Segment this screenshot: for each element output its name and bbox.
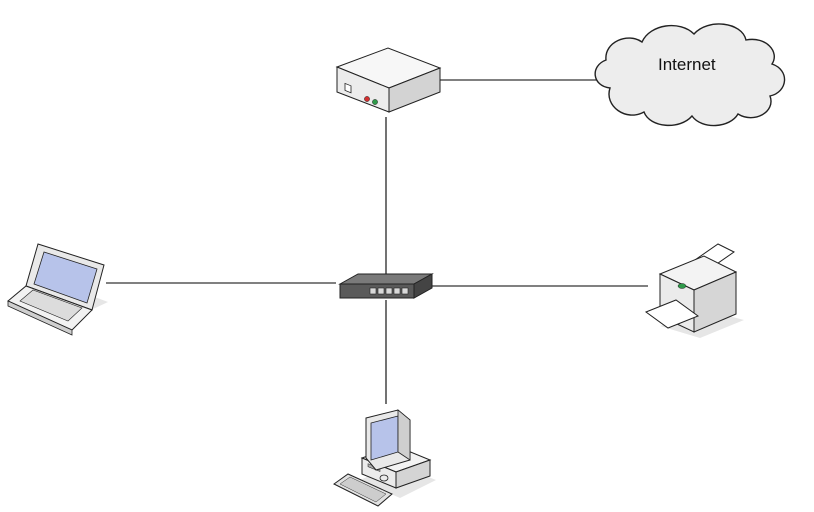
printer-paper-out	[644, 299, 700, 329]
monitor-screen	[370, 415, 399, 461]
router-side	[388, 67, 441, 113]
desktop-computer	[333, 409, 436, 507]
monitor-side	[397, 409, 411, 461]
internet-cloud: Internet	[594, 23, 786, 127]
switch-port	[401, 287, 409, 295]
router-port	[344, 82, 352, 94]
switch-port	[377, 287, 385, 295]
switch-port	[369, 287, 377, 295]
internet-label: Internet	[658, 55, 716, 74]
switch-port	[393, 287, 401, 295]
printer-status-light	[677, 283, 687, 289]
desktop-keyboard-keys	[339, 476, 387, 503]
router-led-red	[364, 96, 370, 102]
laptop	[7, 243, 108, 336]
router-led-green	[372, 99, 378, 105]
network-switch	[338, 273, 434, 299]
connections	[106, 79, 648, 404]
desktop-mouse	[379, 474, 389, 482]
printer	[644, 243, 744, 338]
laptop-screen	[33, 251, 98, 304]
laptop-front-edge	[7, 300, 73, 336]
switch-ports	[369, 287, 409, 295]
cloud-shape	[594, 23, 786, 127]
modem-router	[335, 47, 442, 113]
switch-port	[385, 287, 393, 295]
laptop-keyboard	[19, 289, 83, 322]
desktop-case-side	[395, 459, 431, 489]
switch-side	[413, 273, 433, 299]
